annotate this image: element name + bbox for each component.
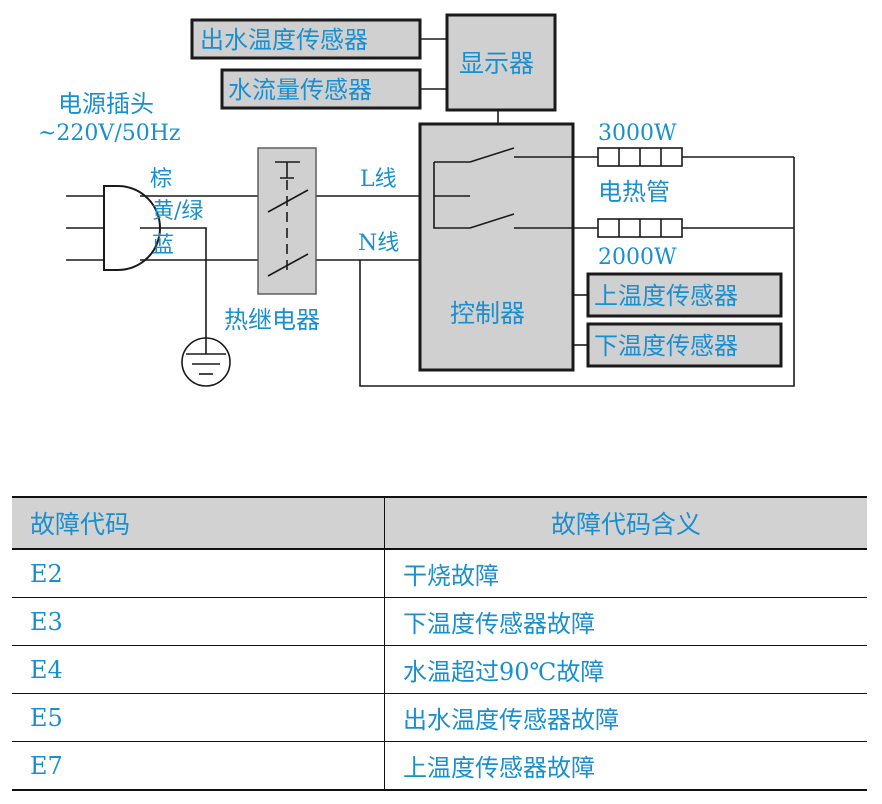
fault-code: E7 (12, 741, 385, 791)
header-fault-code: 故障代码 (12, 496, 385, 550)
outlet-temp-sensor-label: 出水温度传感器 (200, 26, 368, 54)
wiring-diagram: 电源插头 ~220V/50Hz 棕 黄/绿 蓝 热继电器 L线 N线 出水温度传… (38, 13, 795, 387)
table-header-row: 故障代码 故障代码含义 (12, 496, 867, 550)
table-row: E3 下温度传感器故障 (12, 597, 867, 646)
relay-label: 热继电器 (224, 306, 320, 334)
table-row: E7 上温度传感器故障 (12, 741, 867, 791)
table-row: E5 出水温度传感器故障 (12, 693, 867, 742)
fault-meaning: 下温度传感器故障 (384, 597, 867, 646)
flow-sensor-box (220, 68, 422, 110)
outlet-temp-sensor-box (190, 18, 422, 60)
fault-code: E4 (12, 645, 385, 694)
fault-code-table: 故障代码 故障代码含义 E2 干烧故障 E3 下温度传感器故障 E4 水温超过9… (12, 496, 867, 791)
upper-temp-sensor-label: 上温度传感器 (594, 282, 738, 310)
fault-meaning: 上温度传感器故障 (384, 741, 867, 791)
fault-meaning: 出水温度传感器故障 (384, 693, 867, 742)
display-label: 显示器 (459, 49, 534, 78)
table-row: E2 干烧故障 (12, 549, 867, 598)
flow-sensor-label: 水流量传感器 (228, 76, 372, 104)
fault-code: E3 (12, 597, 385, 646)
heater-3000w (573, 147, 794, 167)
l-line-label: L线 (360, 167, 397, 192)
power-low-label: 2000W (598, 245, 677, 270)
controller-label: 控制器 (450, 299, 525, 328)
plug-title: 电源插头 (58, 90, 154, 118)
wire-brown-label: 棕 (150, 167, 172, 192)
heater-label: 电热管 (598, 178, 670, 206)
display-box (445, 13, 557, 112)
fault-meaning: 干烧故障 (384, 549, 867, 598)
thermal-relay (257, 147, 317, 295)
fault-code: E5 (12, 693, 385, 742)
power-high-label: 3000W (598, 121, 677, 146)
power-plug (66, 185, 161, 271)
fault-code: E2 (12, 549, 385, 598)
controller-box (418, 122, 575, 372)
fault-meaning: 水温超过90℃故障 (384, 645, 867, 694)
lower-temp-sensor-box (586, 322, 783, 368)
ground-icon (181, 337, 231, 387)
table-row: E4 水温超过90℃故障 (12, 645, 867, 694)
lower-temp-sensor-label: 下温度传感器 (594, 332, 738, 360)
n-line-label: N线 (358, 231, 399, 256)
header-fault-meaning: 故障代码含义 (384, 496, 867, 550)
wire-blue-label: 蓝 (152, 233, 174, 258)
heater-2000w (573, 218, 794, 238)
plug-voltage: ~220V/50Hz (38, 121, 181, 146)
wire-yellow-green-label: 黄/绿 (152, 199, 203, 224)
